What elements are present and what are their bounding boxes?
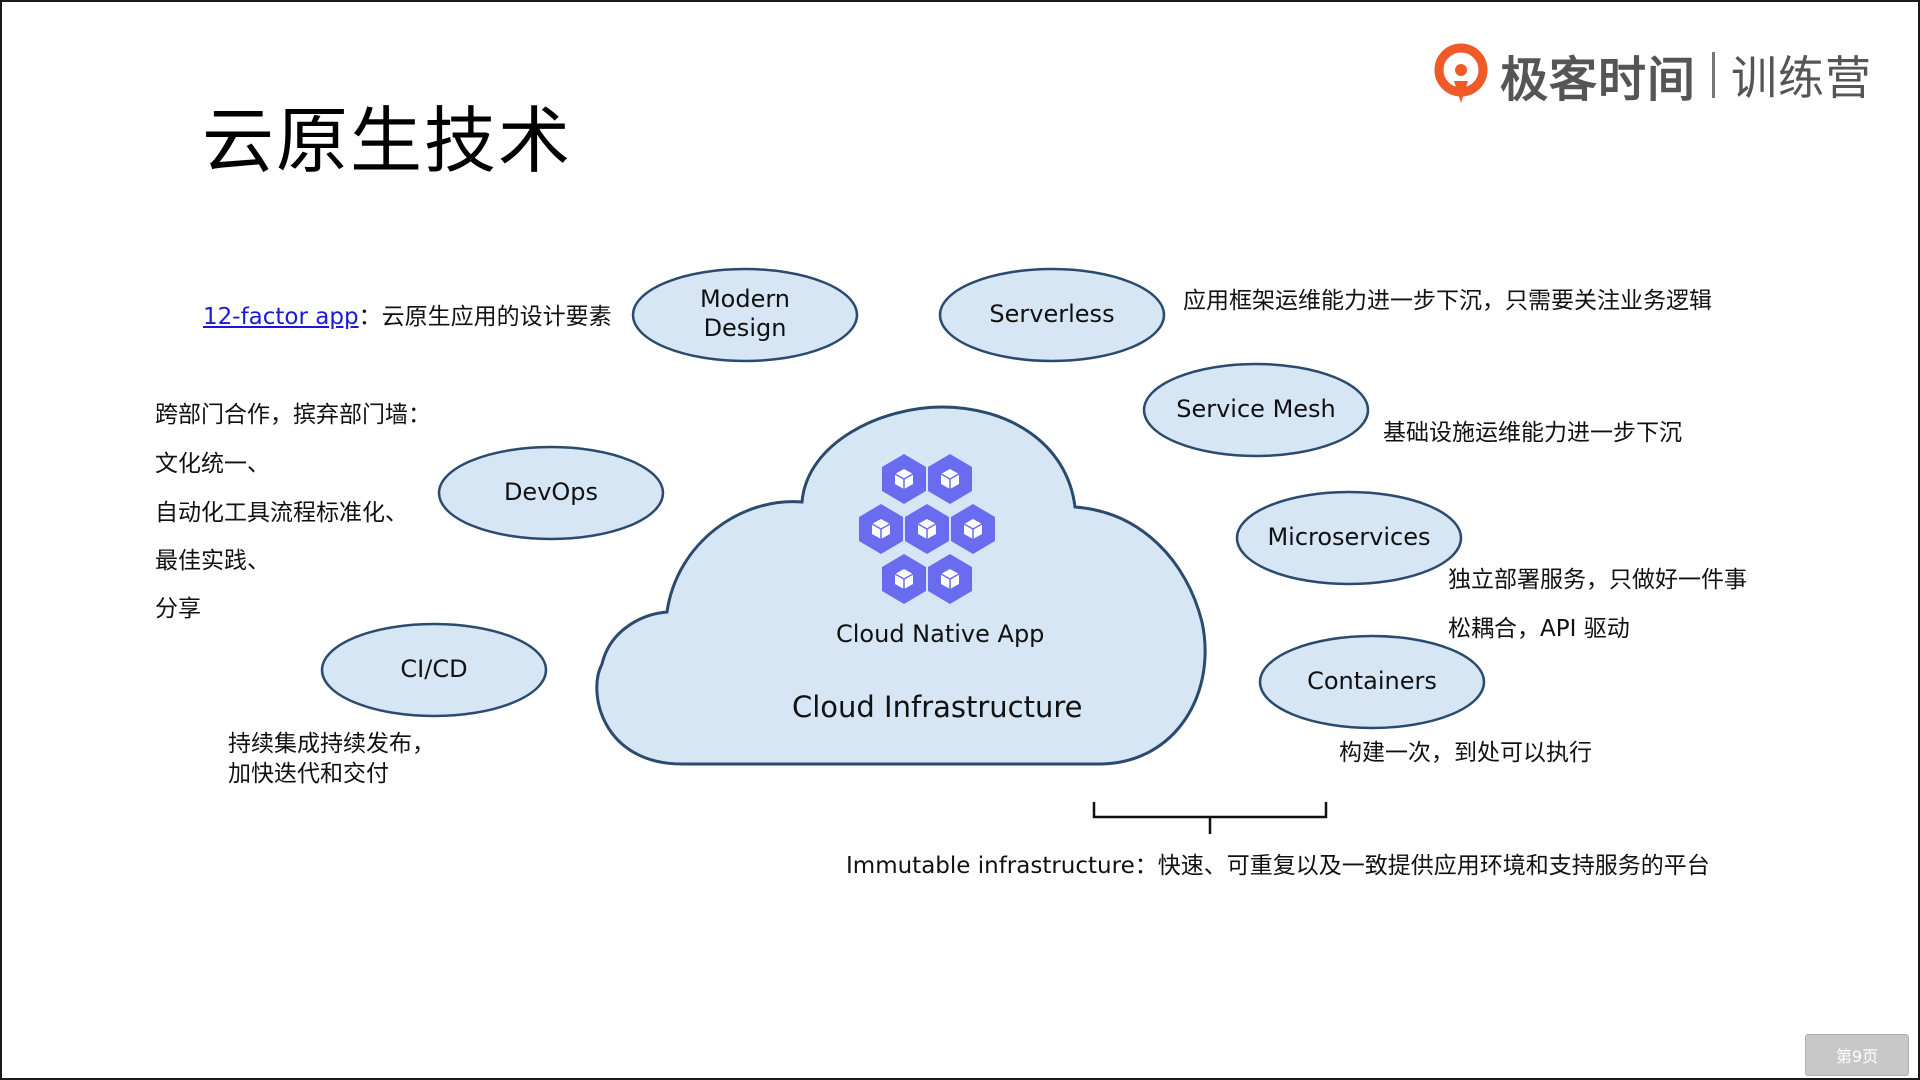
serverless-label: Serverless (989, 300, 1115, 328)
brand-name: 极客时间 (1500, 52, 1697, 108)
immutable-brace (1092, 802, 1328, 834)
brand-sub: 训练营 (1731, 51, 1873, 105)
kubernetes-cube-icon (859, 504, 903, 554)
microservices-note-line: 松耦合，API 驱动 (1448, 616, 1630, 642)
kubernetes-cube-icon (928, 454, 972, 504)
brand-divider (1712, 52, 1716, 98)
devops-label: DevOps (503, 478, 599, 506)
containers-note: 构建一次，到处可以执行 (1339, 740, 1592, 766)
cicd-label: CI/CD (400, 655, 468, 683)
bubble-service-mesh (1142, 362, 1370, 458)
modern-design-line2: Design (703, 313, 787, 342)
geektime-logo-icon (1434, 43, 1488, 103)
devops-note-line: 自动化工具流程标准化、 (155, 500, 408, 526)
cloud-native-app-label: Cloud Native App (836, 620, 1045, 648)
cicd-note-line: 持续集成持续发布， (228, 731, 435, 757)
twelve-factor-link[interactable]: 12-factor app (203, 304, 359, 330)
service-mesh-label: Service Mesh (1176, 395, 1336, 423)
factor-desc: ：云原生应用的设计要素 (358, 304, 612, 330)
kubernetes-cube-icon (928, 554, 972, 604)
kubernetes-cube-icon (882, 554, 926, 604)
cloud-infrastructure-label: Cloud Infrastructure (792, 690, 1083, 724)
page-title: 云原生技术 (202, 99, 573, 183)
cube-icon-cluster (859, 454, 995, 604)
factor-note: 12-factor app：云原生应用的设计要素 (203, 304, 612, 332)
cicd-note-line: 加快迭代和交付 (228, 761, 389, 787)
modern-design-label: Modern Design (685, 285, 805, 343)
bubble-devops (437, 445, 665, 541)
bubble-containers (1258, 634, 1486, 730)
microservices-note-line: 独立部署服务，只做好一件事 (1448, 567, 1747, 593)
bubble-cicd (320, 622, 548, 718)
brand-logo: 极客时间 训练营 (1432, 40, 1872, 110)
bubble-modern-design (631, 267, 859, 363)
devops-note-line: 文化统一、 (155, 451, 270, 477)
kubernetes-cube-icon (905, 504, 949, 554)
kubernetes-cube-icon (951, 504, 995, 554)
immutable-note: Immutable infrastructure：快速、可重复以及一致提供应用环… (846, 853, 1710, 879)
devops-note-line: 分享 (155, 596, 201, 622)
serverless-note: 应用框架运维能力进一步下沉，只需要关注业务逻辑 (1183, 288, 1712, 314)
modern-design-line1: Modern (699, 285, 791, 313)
containers-label: Containers (1307, 667, 1437, 695)
bubble-serverless (938, 267, 1166, 363)
devops-note-line: 跨部门合作，摈弃部门墙： (155, 402, 431, 428)
microservices-label: Microservices (1267, 523, 1431, 551)
kubernetes-cube-icon (882, 454, 926, 504)
devops-note-line: 最佳实践、 (155, 548, 270, 574)
bubble-microservices (1235, 490, 1463, 586)
page-number-badge[interactable]: 第9页 (1805, 1034, 1909, 1076)
service-mesh-note: 基础设施运维能力进一步下沉 (1383, 420, 1682, 446)
